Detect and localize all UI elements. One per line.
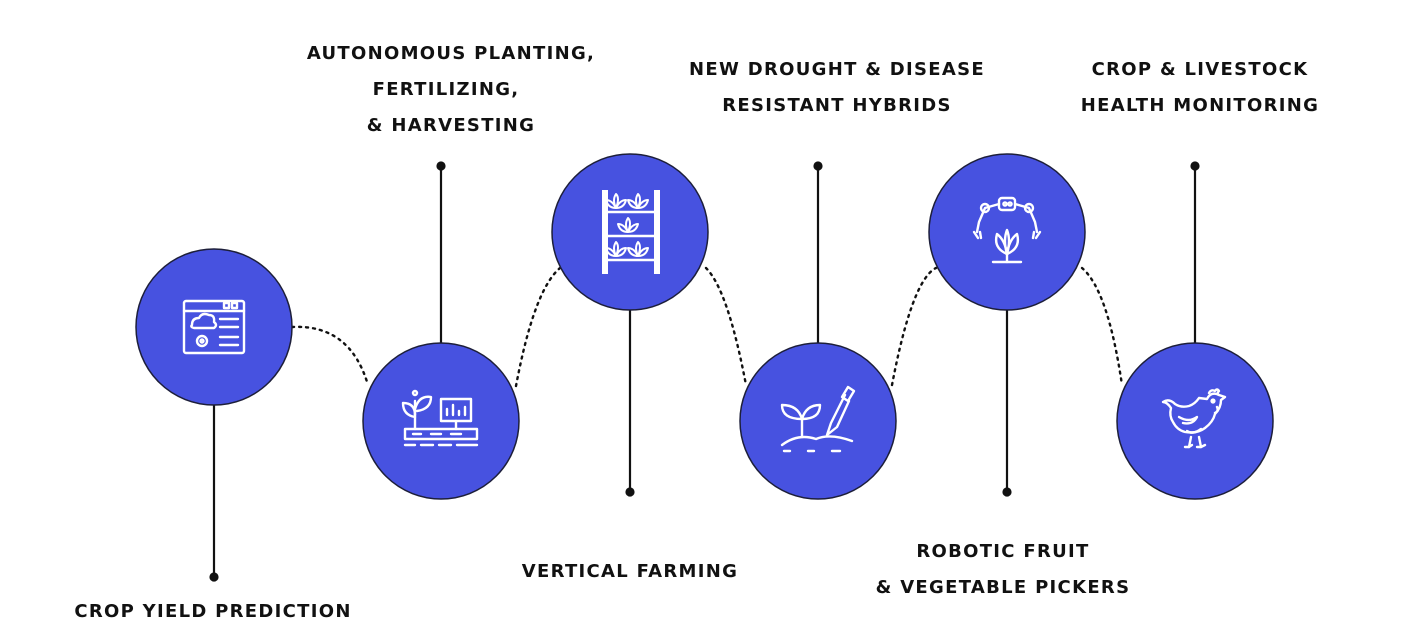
label-line: ROBOTIC FRUIT [916,541,1090,562]
dashboard-cloud-icon [182,299,246,355]
label-line: NEW DROUGHT & DISEASE [689,59,985,80]
label-line: & HARVESTING [366,115,536,136]
connector-5-6 [1080,266,1124,387]
stem-4 [813,161,823,363]
label-drought-resistant-hybrids: NEW DROUGHT & DISEASE RESISTANT HYBRIDS [672,52,1002,124]
label-line: & VEGETABLE PICKERS [875,577,1131,598]
circle-drought-resistant-hybrids [739,342,897,500]
label-health-monitoring: CROP & LIVESTOCK HEALTH MONITORING [1050,52,1350,124]
stem-5 [1002,287,1012,497]
label-line: VERTICAL FARMING [521,561,739,582]
label-line: CROP YIELD PREDICTION [74,601,352,622]
connector-3-4 [704,266,748,387]
connector-4-5 [890,266,938,387]
stem-3 [625,287,635,497]
connector-1-2 [290,325,370,387]
label-line: AUTONOMOUS PLANTING, [306,43,596,64]
stem-2 [436,161,446,360]
plant-monitor-icon [401,389,479,447]
label-vertical-farming: VERTICAL FARMING [480,554,780,590]
label-line: CROP & LIVESTOCK [1091,59,1309,80]
label-autonomous-planting: AUTONOMOUS PLANTING, FERTILIZING, & HARV… [286,36,616,144]
sprout-trowel-icon [780,385,856,453]
label-line: FERTILIZING, [372,79,520,100]
label-crop-yield-prediction: CROP YIELD PREDICTION [48,594,378,630]
vertical-shelf-plants-icon [602,190,660,274]
connector-2-3 [514,266,562,388]
dotted-connectors [290,266,1124,388]
label-robotic-pickers: ROBOTIC FRUIT & VEGETABLE PICKERS [848,534,1158,606]
chicken-icon [1161,388,1227,449]
label-line: HEALTH MONITORING [1080,95,1320,116]
robot-arm-plant-icon [972,196,1042,264]
stem-6 [1190,161,1200,361]
label-line: RESISTANT HYBRIDS [722,95,952,116]
